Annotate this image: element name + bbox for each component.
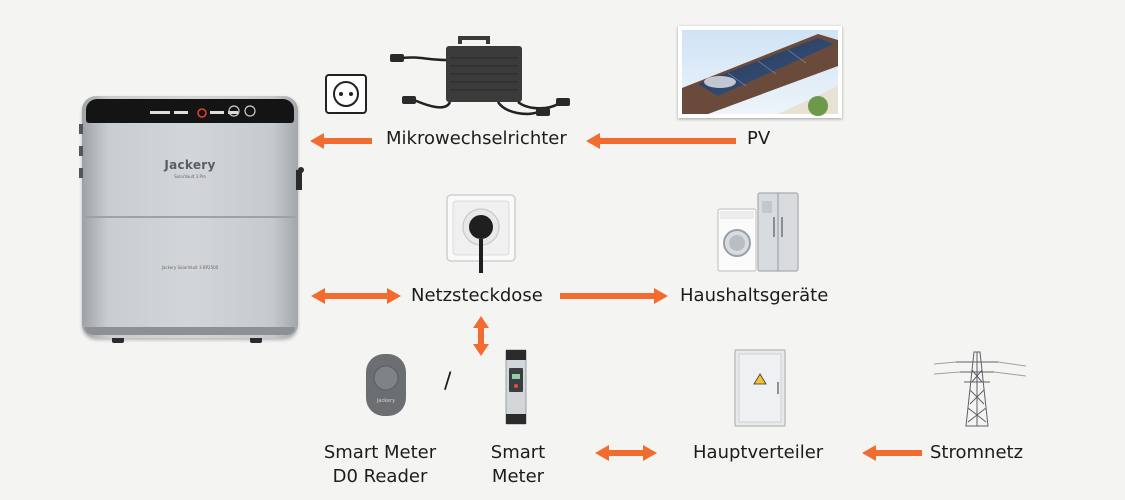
socket-outlet-icon <box>325 74 367 114</box>
label-stromnetz: Stromnetz <box>930 442 1024 463</box>
label-smart-meter-line1: Smart <box>490 442 546 463</box>
microinverter-image <box>390 36 570 116</box>
battery-sub-label: SolarVault 3 Pro <box>174 174 206 179</box>
label-pv: PV <box>747 128 771 149</box>
arrow-left-icon <box>586 133 736 149</box>
battery-base <box>85 327 295 335</box>
power-grid-pylon-icon <box>934 351 1026 427</box>
d0-reader-logo: Jackery <box>376 398 395 404</box>
label-smart-meter-d0-line2: D0 Reader <box>332 466 428 487</box>
battery-top-panel <box>86 99 294 123</box>
battery-model-label: Jackery SolarVault 3 BP2500 <box>161 265 219 270</box>
battery-port-icon <box>296 167 304 190</box>
battery-foot <box>250 338 262 343</box>
smart-meter-d0-reader-image: Jackery <box>366 354 406 416</box>
pv-roof-photo <box>678 26 842 118</box>
label-mikrowechselrichter: Mikrowechselrichter <box>386 128 567 149</box>
label-netzsteckdose: Netzsteckdose <box>411 285 543 306</box>
battery-divider <box>85 216 295 218</box>
solar-roof-icon <box>682 30 838 116</box>
battery-storage-image: Jackery SolarVault 3 Pro Jackery SolarVa… <box>82 96 298 338</box>
separator-slash: / <box>444 369 452 394</box>
battery-foot <box>112 338 124 343</box>
arrow-right-icon <box>560 288 668 304</box>
arrow-double-horizontal-icon <box>595 445 657 461</box>
label-haushaltsgeraete: Haushaltsgeräte <box>680 285 829 306</box>
label-hauptverteiler: Hauptverteiler <box>693 442 824 463</box>
household-appliances-image <box>717 192 799 272</box>
battery-buttons-icon <box>228 105 256 117</box>
smart-meter-image <box>505 349 527 425</box>
label-smart-meter-line2: Meter <box>491 466 545 487</box>
label-smart-meter-d0-line1: Smart Meter <box>323 442 437 463</box>
battery-left-ports-icon <box>79 124 83 178</box>
main-distribution-cabinet-image <box>734 349 786 427</box>
arrow-double-vertical-icon <box>473 316 489 356</box>
battery-brand-logo: Jackery <box>164 158 216 172</box>
arrow-left-icon <box>862 445 922 461</box>
arrow-double-horizontal-icon <box>311 288 401 304</box>
battery-display-icon <box>150 108 238 118</box>
wall-socket-plug-image <box>446 194 516 273</box>
arrow-left-icon <box>310 133 372 149</box>
